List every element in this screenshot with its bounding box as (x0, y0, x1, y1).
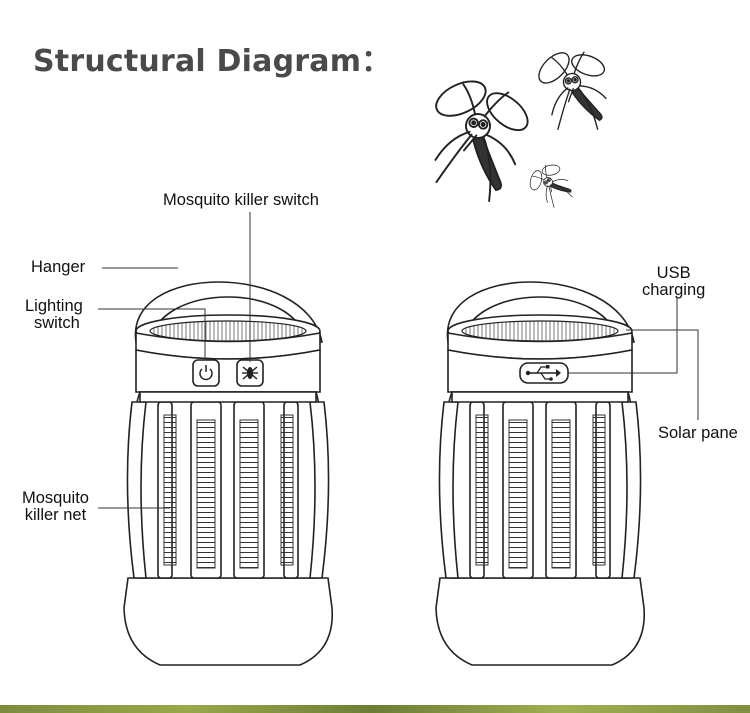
solar-panel-label: Solar pane (658, 424, 738, 442)
mosquito-drawing (413, 65, 541, 208)
right-lantern (435, 281, 646, 666)
usb-charging-label-line2: charging (642, 281, 706, 299)
usb-charging-label-line1: USB (656, 264, 691, 282)
lighting-switch-label: Lighting switch (25, 298, 83, 332)
mosquito-killer-net-label-line1: Mosquito (22, 489, 89, 507)
hanger-handle-right (446, 281, 635, 343)
usb-charging-label: USB charging (642, 265, 705, 299)
mosquito-drawing (520, 154, 582, 216)
lighting-switch-label-line2: switch (33, 314, 80, 332)
mosquito-drawing (529, 39, 620, 140)
mosquito-killer-net-label-line2: killer net (24, 506, 87, 524)
usb-port-icon (519, 362, 569, 384)
bottom-accent-bar (0, 705, 750, 713)
hanger-handle (134, 281, 323, 343)
power-icon (192, 359, 220, 387)
diagram-title: Structural Diagram： (33, 44, 392, 79)
left-lantern (123, 281, 334, 666)
mosquito-killer-net-label: Mosquito killer net (22, 490, 89, 524)
mosquito-icon (236, 359, 264, 387)
hanger-label: Hanger (31, 258, 86, 276)
mosquito-killer-switch-label: Mosquito killer switch (163, 191, 319, 209)
lighting-switch-label-line1: Lighting (25, 297, 83, 315)
leader-lines (98, 212, 699, 509)
